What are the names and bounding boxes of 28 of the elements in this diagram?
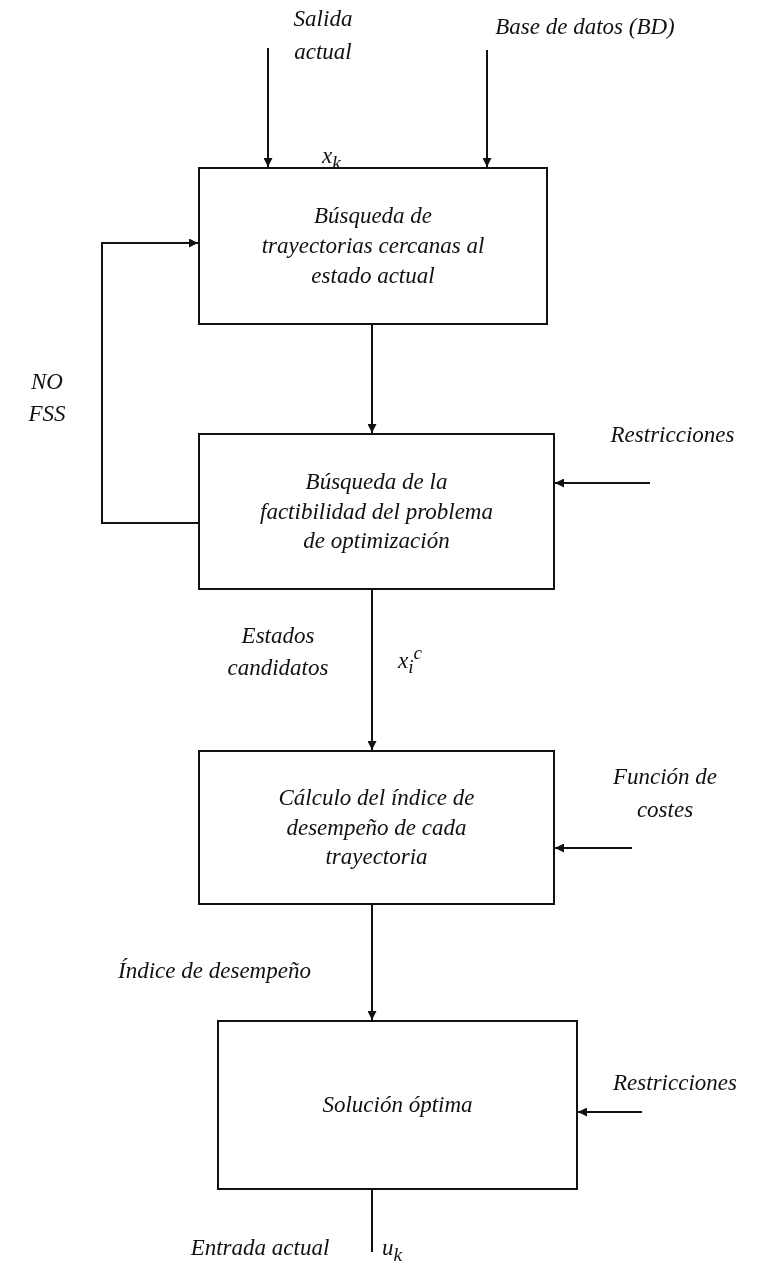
- output-line: [371, 1189, 373, 1253]
- input-label: Base de datos (BD): [487, 10, 683, 80]
- arrow: [482, 49, 492, 168]
- input-label: Restricciones: [590, 1066, 760, 1112]
- arrow: [101, 238, 199, 524]
- arrow: [554, 843, 633, 853]
- box-text: Solución óptima: [321, 1091, 474, 1120]
- arrow: [367, 589, 377, 751]
- edge-label: u$_{k}$: [382, 1234, 402, 1267]
- arrow: [367, 324, 377, 434]
- box-text: Cálculo del índice de desempeño de cada trayectoria: [277, 783, 476, 872]
- arrow: [367, 904, 377, 1021]
- input-label: Función de costes: [585, 760, 745, 848]
- process-box: [198, 167, 548, 325]
- process-box: [217, 1020, 578, 1190]
- box-text: Búsqueda de la factibilidad del problema de optimización: [259, 467, 494, 556]
- process-box: [198, 750, 555, 905]
- process-box: [198, 433, 555, 590]
- signal-label: Estados candidatos: [226, 622, 330, 683]
- signal-label: Índice de desempeño: [117, 957, 312, 985]
- input-label: Salida actual: [268, 2, 378, 72]
- arrow: [554, 478, 651, 488]
- box-text: Búsqueda de trayectorias cercanas al estado actual: [260, 202, 486, 290]
- arrow: [263, 47, 273, 168]
- signal-label: Entrada actual: [189, 1234, 331, 1262]
- arrow: [577, 1107, 643, 1117]
- edge-label: NO FSS: [27, 368, 67, 429]
- input-label: Restricciones: [585, 418, 760, 483]
